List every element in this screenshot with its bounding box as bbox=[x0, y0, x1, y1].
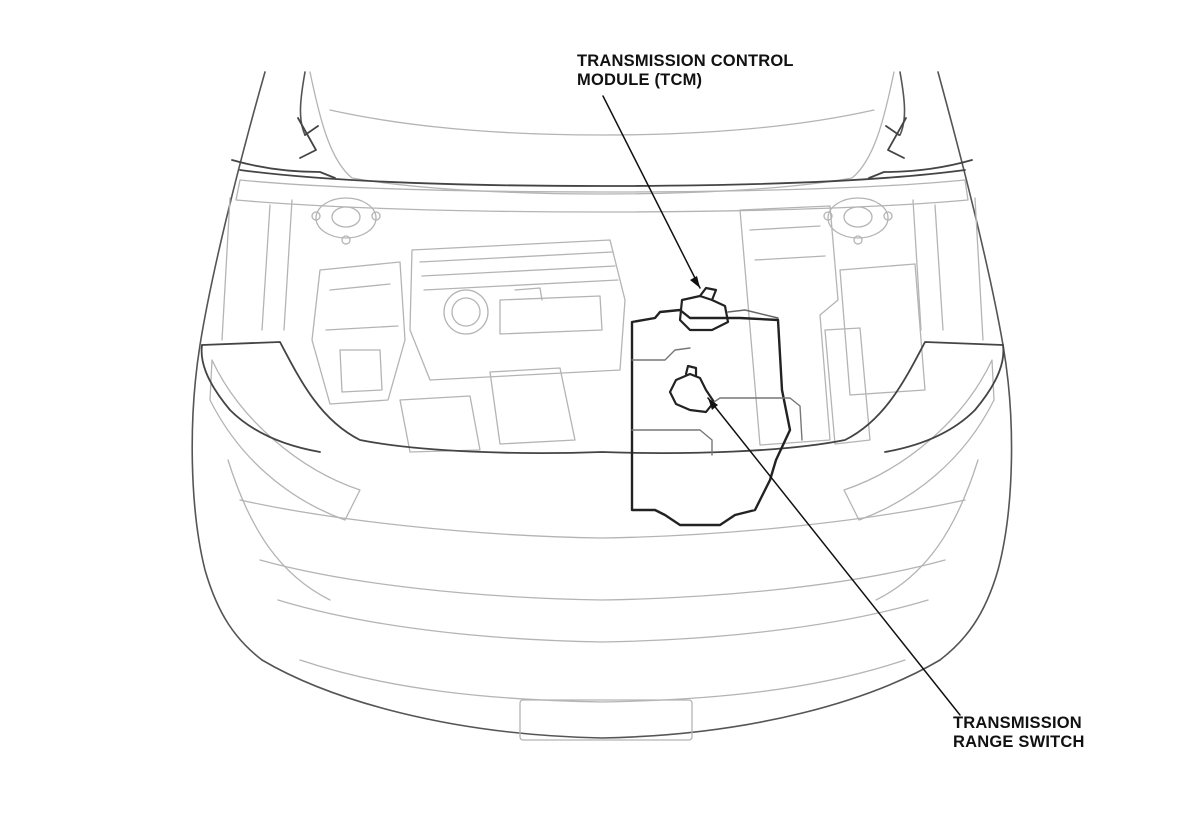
raised-hood-outline bbox=[309, 71, 895, 195]
tcm-leader-arrowhead bbox=[690, 276, 700, 288]
tcm-leader-line bbox=[602, 95, 701, 289]
tcm-label-line-2: MODULE (TCM) bbox=[577, 71, 703, 89]
hood-hinge-left bbox=[297, 117, 319, 159]
right-strut-tower-inner bbox=[843, 206, 873, 228]
headlight-left bbox=[209, 359, 361, 521]
car-right-side-outline bbox=[937, 71, 1013, 661]
lower-harness bbox=[631, 429, 713, 456]
bumper-inner-curve bbox=[227, 459, 979, 601]
hood-edge-left bbox=[299, 71, 306, 136]
windshield-cowl-edge bbox=[239, 169, 966, 187]
right-strut-bolt-2 bbox=[883, 211, 893, 221]
left-strut-tower-outer bbox=[315, 197, 377, 239]
leader-lines bbox=[602, 95, 961, 716]
cowl-panel bbox=[235, 179, 969, 213]
range-switch-leader-arrowhead bbox=[708, 398, 718, 410]
right-inner-fender bbox=[912, 197, 984, 341]
battery-detail bbox=[749, 225, 826, 261]
lower-engine-parts bbox=[399, 367, 576, 453]
range-switch-body bbox=[668, 372, 716, 414]
wire-harness bbox=[631, 347, 803, 456]
transmission-case-outline bbox=[630, 308, 792, 527]
engine-intake-detail bbox=[499, 287, 603, 335]
car-left-side-outline bbox=[191, 71, 266, 661]
oil-filler-cap-inner bbox=[451, 297, 481, 327]
range-switch-connector bbox=[684, 364, 698, 378]
right-lower-component bbox=[824, 327, 871, 445]
tcm-wire-harness bbox=[727, 309, 779, 319]
right-strut-tower-outer bbox=[827, 197, 889, 239]
upper-harness bbox=[631, 347, 691, 361]
license-plate-holder bbox=[519, 699, 693, 741]
car-body-outline bbox=[191, 71, 1013, 739]
air-box bbox=[311, 261, 406, 405]
tcm-label-line-1: TRANSMISSION CONTROL bbox=[577, 52, 794, 70]
range-switch-callout-label: TRANSMISSION RANGE SWITCH bbox=[953, 714, 1085, 752]
headlight-right bbox=[843, 359, 995, 521]
range-switch-label-line-1: TRANSMISSION bbox=[953, 714, 1082, 732]
engine-bay-side-right bbox=[884, 344, 1005, 453]
right-strut-bolt-1 bbox=[823, 211, 833, 221]
hood-inner-line bbox=[329, 109, 875, 136]
air-box-detail bbox=[325, 283, 399, 393]
engine-cover bbox=[409, 239, 626, 381]
engine-bay-opening bbox=[200, 117, 1005, 454]
tcm-component bbox=[678, 286, 779, 332]
tcm-body bbox=[678, 294, 730, 332]
left-strut-bolt-3 bbox=[341, 235, 351, 245]
bumper-lip bbox=[299, 659, 906, 703]
hood-edge-right bbox=[899, 71, 906, 136]
grille-middle bbox=[259, 559, 946, 601]
left-strut-bolt-1 bbox=[311, 211, 321, 221]
transmission-assembly bbox=[630, 308, 792, 527]
grille-upper bbox=[239, 499, 966, 539]
oil-filler-cap bbox=[443, 289, 489, 335]
engine-cover-ribs bbox=[419, 251, 619, 291]
engine-bay-side-left bbox=[200, 344, 321, 453]
battery-box bbox=[739, 205, 839, 446]
left-inner-fender bbox=[221, 197, 293, 341]
grille-lower bbox=[277, 599, 929, 643]
hood-hinge-right bbox=[885, 117, 907, 159]
left-strut-tower-inner bbox=[331, 206, 361, 228]
fender-top-right bbox=[868, 159, 973, 179]
faint-body-details bbox=[209, 71, 995, 741]
right-strut-bolt-3 bbox=[853, 235, 863, 245]
fuse-box bbox=[839, 263, 926, 396]
left-strut-bolt-2 bbox=[371, 211, 381, 221]
range-switch-label-line-2: RANGE SWITCH bbox=[953, 733, 1085, 751]
engine-bay-front-edge bbox=[201, 341, 1004, 454]
range-switch-leader-line bbox=[707, 397, 961, 716]
range-switch-component bbox=[668, 364, 716, 414]
front-bumper-lower-outline bbox=[261, 659, 941, 739]
tcm-callout-label: TRANSMISSION CONTROL MODULE (TCM) bbox=[577, 52, 794, 90]
tcm-connector bbox=[698, 286, 718, 302]
fender-top-left bbox=[231, 159, 336, 179]
range-switch-harness bbox=[713, 397, 803, 441]
